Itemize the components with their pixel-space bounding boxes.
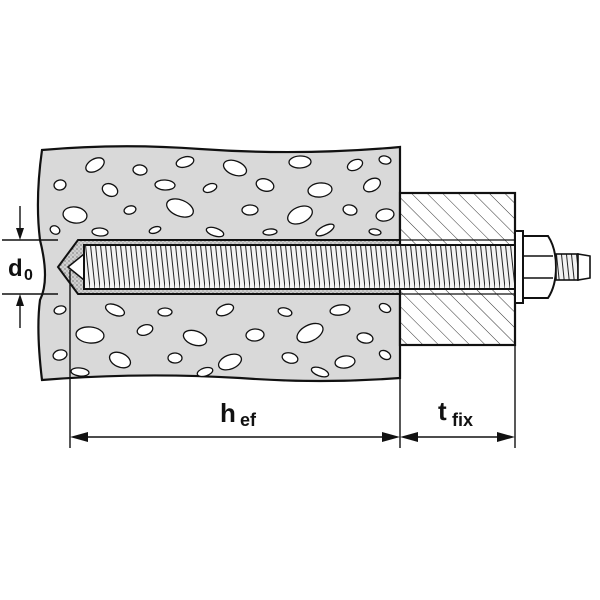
aggregate-stone: [262, 228, 278, 236]
bore-diameter-dimension: [2, 206, 58, 328]
concrete-aggregate: [49, 155, 395, 378]
aggregate-stone: [101, 182, 119, 198]
aggregate-stone: [202, 182, 218, 194]
aggregate-stone: [368, 228, 382, 236]
aggregate-stone: [148, 225, 162, 235]
aggregate-stone: [217, 353, 243, 371]
washer: [514, 230, 524, 304]
aggregate-stone: [205, 226, 225, 238]
aggregate-stone: [281, 352, 299, 364]
aggregate-stone: [378, 302, 392, 314]
aggregate-stone: [215, 303, 235, 317]
aggregate-stone: [132, 164, 148, 176]
aggregate-stone: [378, 155, 392, 165]
bore-diameter-label: d: [8, 255, 23, 282]
aggregate-stone: [123, 205, 137, 215]
aggregate-stone: [136, 323, 154, 337]
aggregate-stone: [167, 352, 183, 364]
embedment-depth-subscript: ef: [240, 410, 257, 430]
threaded-rod: [66, 244, 519, 290]
aggregate-stone: [166, 198, 194, 218]
aggregate-stone: [104, 303, 126, 317]
aggregate-stone: [245, 328, 265, 342]
aggregate-stone: [296, 322, 324, 344]
aggregate-stone: [241, 204, 259, 216]
fixture-thickness-subscript: fix: [452, 410, 473, 430]
bore-diameter-subscript: 0: [24, 267, 33, 284]
aggregate-stone: [378, 349, 392, 361]
aggregate-stone: [277, 307, 293, 317]
rod-end: [555, 253, 591, 281]
aggregate-stone: [175, 155, 195, 169]
aggregate-stone: [75, 326, 105, 344]
aggregate-stone: [49, 225, 61, 235]
aggregate-stone: [334, 355, 356, 369]
aggregate-stone: [310, 366, 330, 378]
aggregate-stone: [91, 227, 109, 237]
aggregate-stone: [362, 177, 382, 193]
aggregate-stone: [108, 351, 132, 369]
aggregate-stone: [53, 305, 67, 315]
hex-nut: [522, 235, 558, 299]
aggregate-stone: [342, 204, 358, 216]
aggregate-stone: [307, 182, 333, 198]
aggregate-stone: [255, 178, 275, 192]
aggregate-stone: [70, 367, 90, 377]
length-dimensions: [69, 270, 516, 448]
aggregate-stone: [287, 205, 313, 225]
aggregate-stone: [356, 332, 374, 344]
fixture-thickness-label: t: [438, 396, 447, 426]
aggregate-stone: [157, 307, 173, 317]
aggregate-stone: [62, 206, 88, 224]
aggregate-stone: [85, 157, 105, 173]
aggregate-stone: [53, 179, 67, 191]
aggregate-stone: [182, 329, 208, 347]
aggregate-stone: [52, 349, 68, 361]
aggregate-stone: [375, 208, 395, 222]
aggregate-stone: [288, 155, 312, 169]
aggregate-stone: [196, 366, 214, 378]
aggregate-stone: [329, 304, 351, 316]
aggregate-stone: [346, 158, 364, 172]
aggregate-stone: [315, 223, 335, 237]
aggregate-stone: [154, 179, 176, 191]
embedment-depth-label: h: [220, 398, 236, 428]
aggregate-stone: [222, 159, 248, 177]
